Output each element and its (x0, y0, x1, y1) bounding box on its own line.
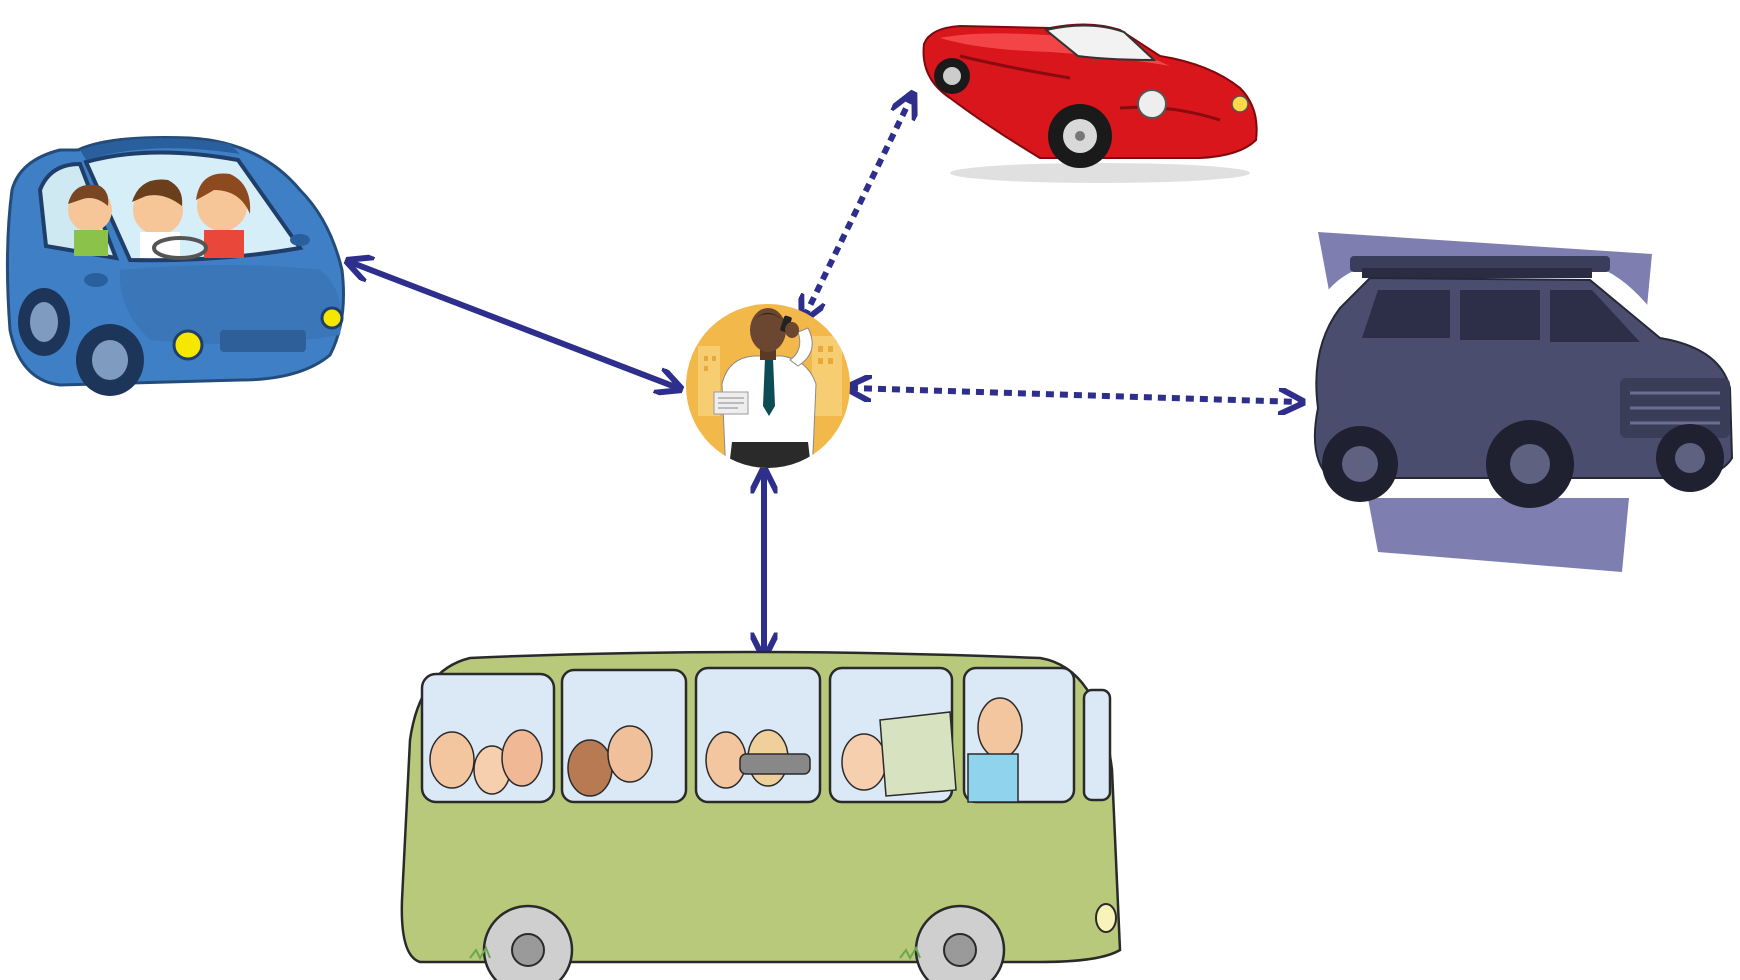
passenger-bus-icon (400, 650, 1122, 980)
person-on-phone-icon (686, 304, 850, 468)
edge-center-family-car (350, 262, 678, 388)
red-sports-car-icon (922, 23, 1258, 183)
family-car-icon (5, 136, 345, 396)
edge-center-suv (850, 388, 1300, 402)
edges (350, 96, 1300, 654)
edge-center-sports-car (804, 96, 912, 318)
suv-icon (1306, 232, 1734, 572)
